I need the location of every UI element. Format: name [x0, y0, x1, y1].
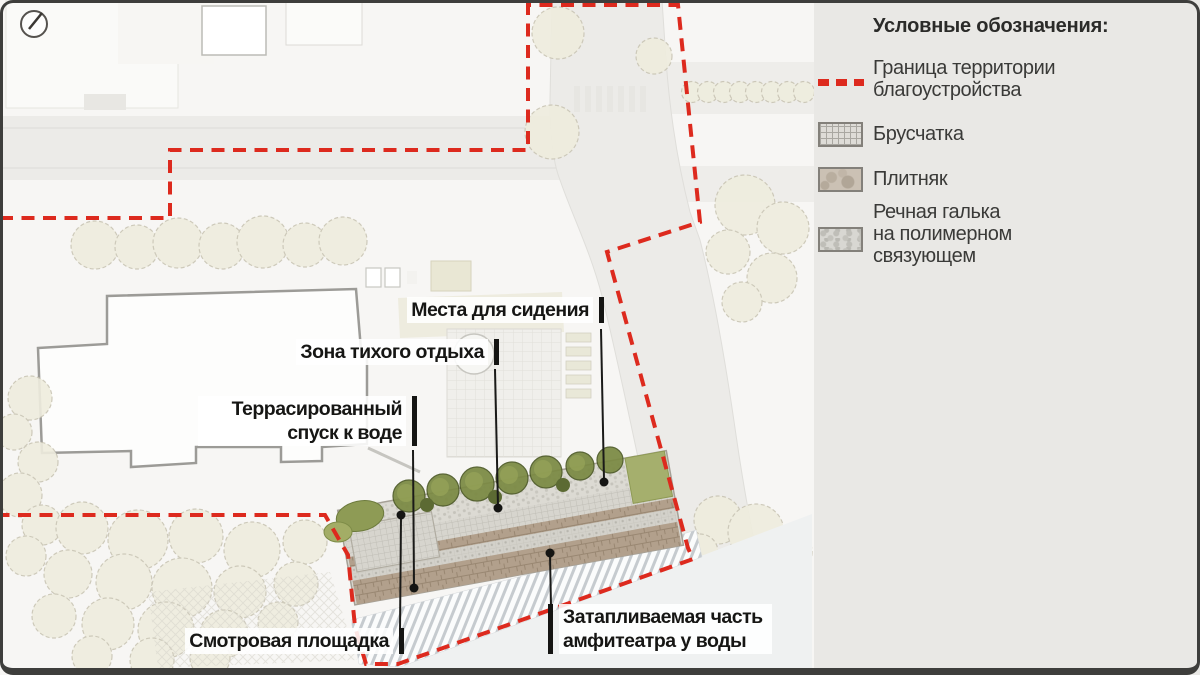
compass-icon — [20, 10, 48, 38]
label-viewpoint-bar — [399, 628, 404, 654]
legend-swatch-cobblestone — [818, 122, 863, 147]
amphitheater — [336, 449, 685, 606]
green-patches — [323, 500, 385, 543]
callout-dots — [396, 477, 609, 593]
label-quiet-zone: Зона тихого отдыха — [296, 339, 499, 365]
label-terraced-descent-text: Террасированный спуск к воде — [198, 396, 406, 446]
lawn-patch — [624, 450, 674, 505]
label-quiet-zone-bar — [494, 339, 499, 365]
legend-swatch-flagstone — [818, 167, 863, 192]
label-flooded-amphitheater-text: Затапливаемая часть амфитеатра у воды — [559, 604, 772, 654]
label-seating-bar — [599, 297, 604, 323]
amphitheater-trees — [392, 446, 624, 513]
label-seating-text: Места для сидения — [407, 297, 593, 323]
site-plan-map — [0, 0, 815, 675]
label-terraced-descent-bar — [412, 396, 417, 446]
legend-item-cobblestone: Брусчатка — [873, 123, 964, 145]
legend-title: Условные обозначения: — [873, 15, 1109, 37]
boundary-dashed-line — [0, 3, 703, 666]
legend-swatch-boundary — [818, 79, 864, 86]
label-terraced-descent: Террасированный спуск к воде — [198, 396, 417, 446]
label-flooded-amphitheater: Затапливаемая часть амфитеатра у воды — [548, 604, 772, 654]
label-quiet-zone-text: Зона тихого отдыха — [296, 339, 488, 365]
label-flooded-amphitheater-bar — [548, 604, 553, 654]
label-viewpoint: Смотровая площадка — [185, 628, 404, 654]
callout-leader-lines — [399, 328, 605, 631]
legend-item-pebbles: Речная галька на полимерном связующем — [873, 201, 1012, 267]
legend-swatch-pebbles — [818, 227, 863, 252]
legend-item-flagstone: Плитняк — [873, 168, 948, 190]
legend-item-boundary: Граница территории благоустройства — [873, 57, 1056, 101]
roads — [0, 0, 785, 675]
legend-panel: Условные обозначения: Граница территории… — [814, 0, 1200, 675]
label-seating: Места для сидения — [407, 297, 604, 323]
label-viewpoint-text: Смотровая площадка — [185, 628, 393, 654]
crosswalk — [574, 86, 646, 112]
